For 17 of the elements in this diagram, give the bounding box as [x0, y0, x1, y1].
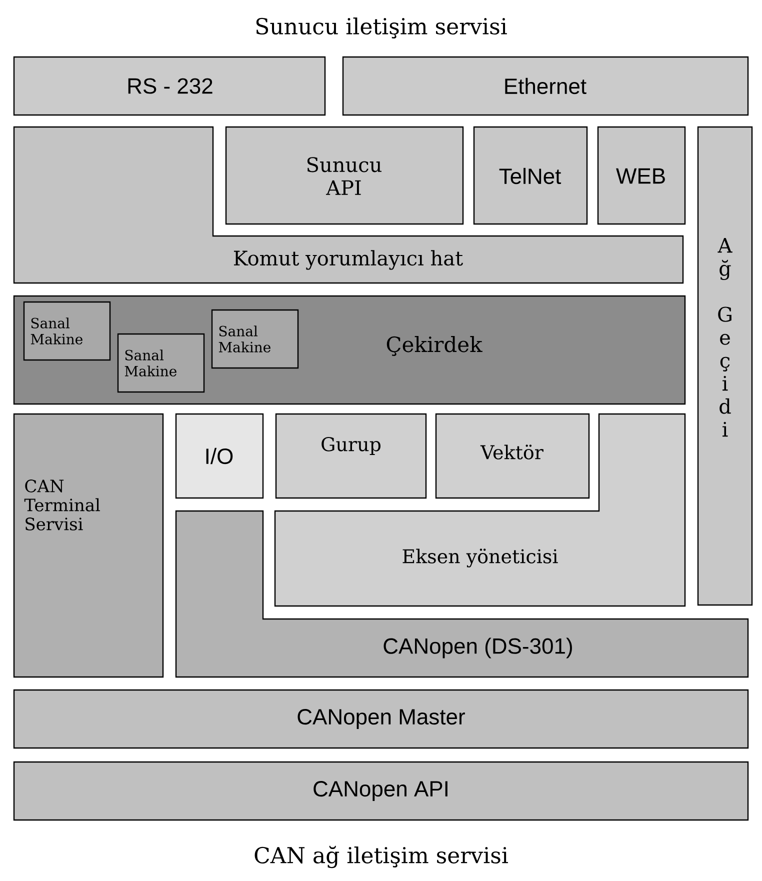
- layer-box: CANopen Master: [13, 689, 749, 749]
- title: Sunucu iletişim servisi: [256, 18, 507, 38]
- nested-box: Sanal Makine: [117, 333, 205, 393]
- nested-box: Sanal Makine: [211, 309, 299, 369]
- layer-box: CAN Terminal Servisi: [13, 413, 164, 678]
- nested-box: Sanal Makine: [23, 301, 111, 361]
- layer-box: CANopen API: [13, 761, 749, 821]
- layer-box: Ağ Geçidi: [697, 126, 753, 606]
- layer-box: Sunucu API: [225, 126, 464, 225]
- layer-box: Ethernet: [342, 56, 749, 116]
- layer-box: TelNet: [473, 126, 588, 225]
- caption: CAN ağ iletişim servisi: [254, 846, 508, 868]
- layer-box: Gurup: [275, 413, 427, 499]
- layer-box: RS - 232: [13, 56, 326, 116]
- layer-box: WEB: [597, 126, 686, 225]
- layer-box: Vektör: [435, 413, 590, 499]
- layer-box: I/O: [175, 413, 264, 499]
